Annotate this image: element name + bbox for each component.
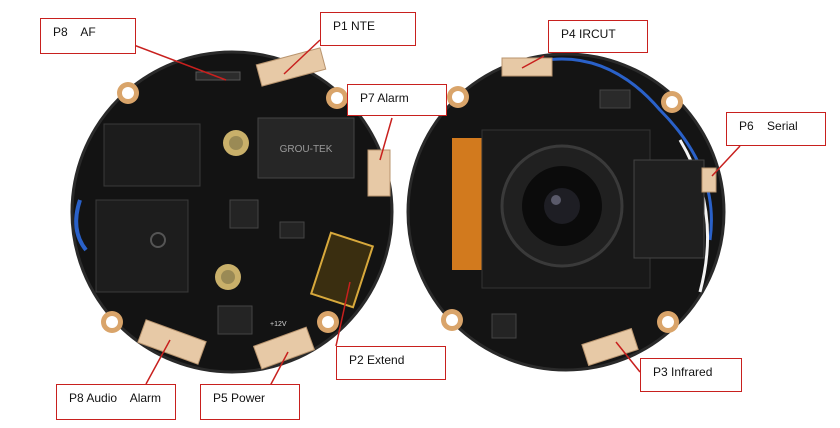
- infrared-connector: [581, 327, 639, 367]
- small-ic: [217, 305, 253, 335]
- serial-connector: [701, 167, 717, 193]
- callout-p8-audio-alarm: P8 Audio Alarm: [56, 384, 176, 420]
- callout-p5-power: P5 Power: [200, 384, 300, 420]
- power-pin-label: +12V: [270, 321, 287, 328]
- audio-connector: [137, 319, 207, 365]
- small-ic: [491, 313, 517, 339]
- ethernet-transformer: [257, 117, 355, 179]
- callout-p6-serial: P6 Serial: [726, 112, 826, 146]
- mount-hole: [657, 311, 679, 333]
- ircut-connector: [501, 57, 553, 77]
- ircut-wire: [519, 57, 713, 241]
- memory-chip: [103, 123, 201, 187]
- callout-p4-ircut: P4 IRCUT: [548, 20, 648, 53]
- mount-hole: [447, 86, 469, 108]
- callout-p8-af: P8 AF: [40, 18, 136, 54]
- mount-hole: [441, 309, 463, 331]
- mount-hole: [117, 82, 139, 104]
- sensor-flex-cable: [452, 138, 482, 270]
- callout-p7-alarm: P7 Alarm: [347, 84, 447, 116]
- mount-hole: [661, 91, 683, 113]
- small-ic: [229, 199, 259, 229]
- power-connector: [252, 326, 316, 370]
- screw-pad: [223, 130, 249, 156]
- transformer-marking: GROU-TEK: [280, 144, 333, 155]
- left-board: GROU-TEK +12V: [70, 47, 394, 374]
- mount-hole: [326, 87, 348, 109]
- mount-hole: [101, 311, 123, 333]
- right-board: [406, 52, 726, 372]
- ircut-filter-block: [633, 159, 705, 259]
- mount-hole: [317, 311, 339, 333]
- small-ic: [599, 89, 631, 109]
- callout-p1-nte: P1 NTE: [320, 12, 416, 46]
- extend-connector: [309, 231, 375, 309]
- serial-wire: [678, 139, 709, 293]
- alarm-connector: [367, 149, 391, 197]
- screw-pad: [215, 264, 241, 290]
- blue-wire: [74, 199, 88, 252]
- callout-p3-infrared: P3 Infrared: [640, 358, 742, 392]
- soc-chip: [95, 199, 189, 293]
- callout-p2-extend: P2 Extend: [336, 346, 446, 380]
- small-ic: [279, 221, 305, 239]
- af-header: [195, 71, 241, 81]
